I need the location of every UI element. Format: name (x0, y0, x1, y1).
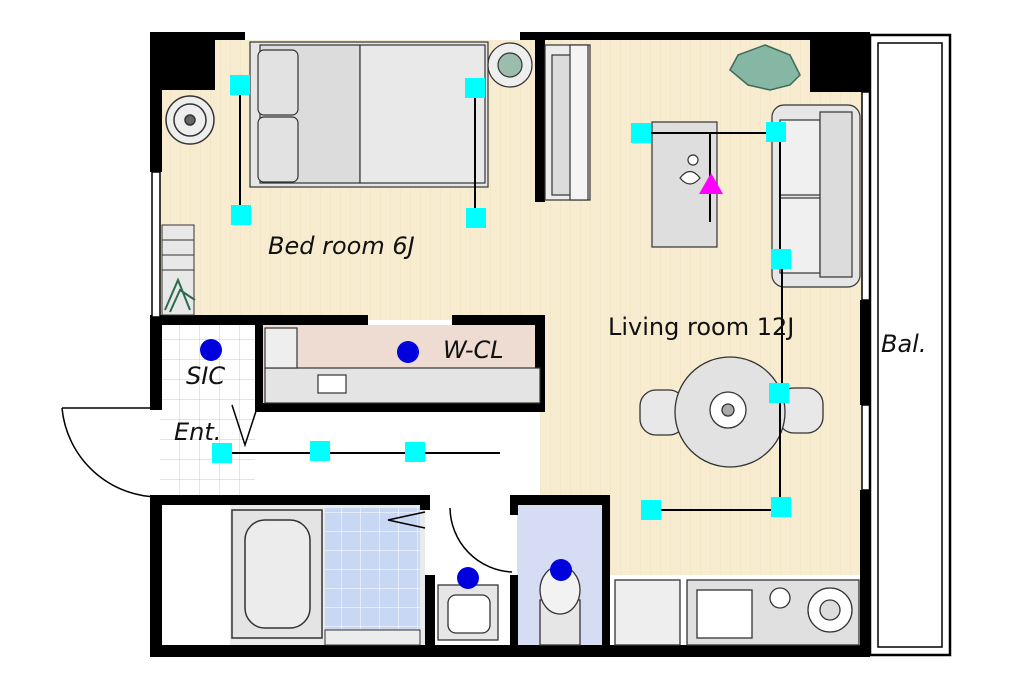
bath-door (387, 511, 426, 529)
blue-marker (550, 559, 572, 581)
cyan-marker (212, 443, 232, 463)
sic-floor (160, 325, 255, 405)
tv-stand (544, 44, 591, 201)
cyan-marker (771, 497, 791, 517)
kitchen (614, 579, 860, 646)
bed (249, 41, 489, 188)
dining-set (639, 356, 824, 468)
wash-basin (437, 584, 499, 641)
cyan-marker (466, 208, 486, 228)
wcl-label: W-CL (443, 336, 504, 364)
living-plant (729, 44, 801, 91)
blue-marker (397, 341, 419, 363)
cyan-marker (231, 205, 251, 225)
cyan-markers (212, 75, 791, 520)
wcl-shelf (264, 327, 541, 404)
entrance-floor (160, 405, 255, 497)
walls (150, 32, 870, 657)
toilet-door (449, 507, 513, 573)
living-room-label: Living room 12J (608, 313, 795, 341)
entrance-label: Ent. (174, 418, 222, 446)
cyan-marker (230, 75, 250, 95)
magenta-marker (699, 173, 723, 194)
hallway-floor (255, 412, 540, 497)
toilet (539, 565, 581, 646)
bedroom-label: Bed room 6J (268, 232, 415, 260)
cyan-marker (631, 123, 651, 143)
sic-label: SIC (186, 362, 226, 390)
cyan-marker (310, 441, 330, 461)
blue-marker (200, 339, 222, 361)
entrance-door (61, 407, 161, 498)
bedroom-plant-shelf (161, 224, 196, 316)
cyan-marker (771, 249, 791, 269)
marker-lines (222, 85, 783, 511)
bedroom-plant-pot (487, 42, 533, 88)
cyan-marker (465, 78, 485, 98)
cyan-marker (405, 442, 425, 462)
blue-marker (457, 567, 479, 589)
sofa (771, 104, 861, 288)
balcony-rail (877, 42, 943, 648)
blue-markers (200, 339, 572, 589)
cyan-marker (641, 500, 661, 520)
entrance-step (231, 404, 259, 448)
balcony (868, 33, 952, 657)
bedroom-lamp (165, 95, 215, 145)
cyan-marker (769, 383, 789, 403)
cyan-marker (766, 122, 786, 142)
bath-counter (324, 629, 421, 646)
shower-tile (325, 508, 420, 630)
balcony-label: Bal. (881, 330, 927, 358)
bathtub (231, 509, 323, 639)
